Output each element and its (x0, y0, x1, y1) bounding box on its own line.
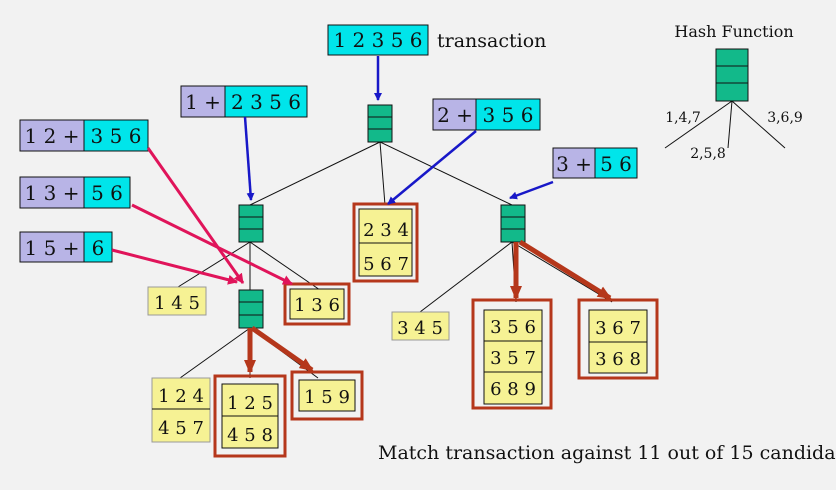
leaf-234-row-1: 2 3 4 (363, 220, 409, 241)
leaf-125: 1 2 5 4 5 8 (213, 374, 287, 458)
prefix-13: 1 3 + 5 6 (19, 176, 131, 209)
leaf-124: 1 2 4 4 5 7 (151, 377, 211, 443)
leaf-124-row-1: 1 2 4 (158, 386, 204, 407)
leaf-136-highlight (283, 282, 351, 326)
hash-node-3 (500, 204, 526, 243)
hash-function-title: Hash Function (674, 22, 793, 41)
prefix-1-fixed: 1 + (185, 90, 221, 114)
leaf-159-row-1: 1 5 9 (304, 387, 350, 408)
leaf-356: 3 5 6 3 5 7 6 8 9 (471, 298, 553, 410)
arrow-prefix2-to-leaf234 (387, 130, 477, 205)
leaf-234-row-2: 5 6 7 (363, 254, 409, 275)
leaf-125-row-2: 4 5 8 (227, 425, 273, 446)
leaf-136: 1 3 6 (283, 282, 351, 326)
prefix-15-fixed: 1 5 + (25, 236, 80, 260)
leaf-124-row-2: 4 5 7 (158, 418, 204, 439)
hash-branch-middle: 2,5,8 (690, 146, 726, 162)
prefix-13-rest: 5 6 (91, 181, 123, 205)
leaf-345: 3 4 5 (391, 311, 450, 341)
leaf-159: 1 5 9 (290, 370, 364, 421)
hash-function-legend: Hash Function 1,4,7 2,5,8 3,6,9 (664, 22, 803, 162)
leaf-367-row-2: 3 6 8 (595, 349, 641, 370)
leaf-159-highlight (290, 370, 364, 421)
leaf-234: 2 3 4 5 6 7 (352, 202, 419, 283)
hash-function-node-icon (715, 48, 749, 102)
arrow-prefix12-to-node15 (146, 147, 245, 284)
leaf-367: 3 6 7 3 6 8 (577, 298, 659, 380)
leaf-234-highlight (352, 202, 419, 283)
hash-branch-right: 3,6,9 (767, 110, 803, 126)
prefix-12: 1 2 + 3 5 6 (19, 119, 149, 152)
prefix-12-fixed: 1 2 + (25, 124, 80, 148)
prefix-13-fixed: 1 3 + (25, 181, 80, 205)
blue-arrows (243, 56, 554, 205)
arrow-prefix13-to-leaf136 (131, 203, 293, 286)
leaf-356-row-1: 3 5 6 (490, 317, 536, 338)
leaf-125-highlight (213, 374, 287, 458)
leaf-356-row-2: 3 5 7 (490, 348, 536, 369)
hash-node-1-5 (238, 289, 264, 329)
prefix-2: 2 + 3 5 6 (432, 98, 541, 131)
prefix-2-rest: 3 5 6 (483, 103, 534, 127)
pink-arrows (111, 147, 293, 286)
prefix-3-rest: 5 6 (600, 152, 632, 176)
leaf-136-row-1: 1 3 6 (294, 295, 340, 316)
leaf-356-highlight (471, 298, 553, 410)
prefix-15: 1 5 + 6 (19, 231, 113, 263)
hash-node-1 (238, 204, 264, 243)
prefix-15-rest: 6 (92, 236, 105, 260)
prefix-12-rest: 3 5 6 (91, 124, 142, 148)
leaf-367-highlight (577, 298, 659, 380)
prefix-3-fixed: 3 + (556, 152, 592, 176)
arrow-prefix15-to-node15 (111, 248, 238, 285)
hash-branch-left: 1,4,7 (665, 110, 701, 126)
leaf-125-row-1: 1 2 5 (227, 393, 273, 414)
transaction-label: transaction (437, 30, 546, 52)
arrow-node15-to-leaf159 (250, 325, 314, 373)
red-arrows (244, 239, 612, 374)
caption: Match transaction against 11 out of 15 c… (378, 442, 836, 464)
arrow-prefix3-to-node3 (509, 180, 554, 200)
transaction-box: 1 2 3 5 6 transaction (327, 24, 546, 56)
leaf-356-row-3: 6 8 9 (490, 379, 536, 400)
transaction-items-box (327, 24, 429, 56)
leaf-367-row-1: 3 6 7 (595, 318, 641, 339)
leaf-345-row-1: 3 4 5 (397, 318, 443, 339)
transaction-items: 1 2 3 5 6 (333, 28, 422, 52)
arrow-node3-to-leaf367 (518, 239, 612, 301)
leaf-145: 1 4 5 (147, 286, 207, 316)
leaf-145-row-1: 1 4 5 (154, 293, 200, 314)
prefix-1-rest: 2 3 5 6 (231, 90, 301, 114)
arrow-prefix1-to-node1 (243, 116, 255, 201)
prefix-1: 1 + 2 3 5 6 (180, 85, 308, 118)
prefix-2-fixed: 2 + (437, 103, 473, 127)
prefix-3: 3 + 5 6 (552, 147, 638, 179)
hash-node-root (367, 104, 393, 143)
